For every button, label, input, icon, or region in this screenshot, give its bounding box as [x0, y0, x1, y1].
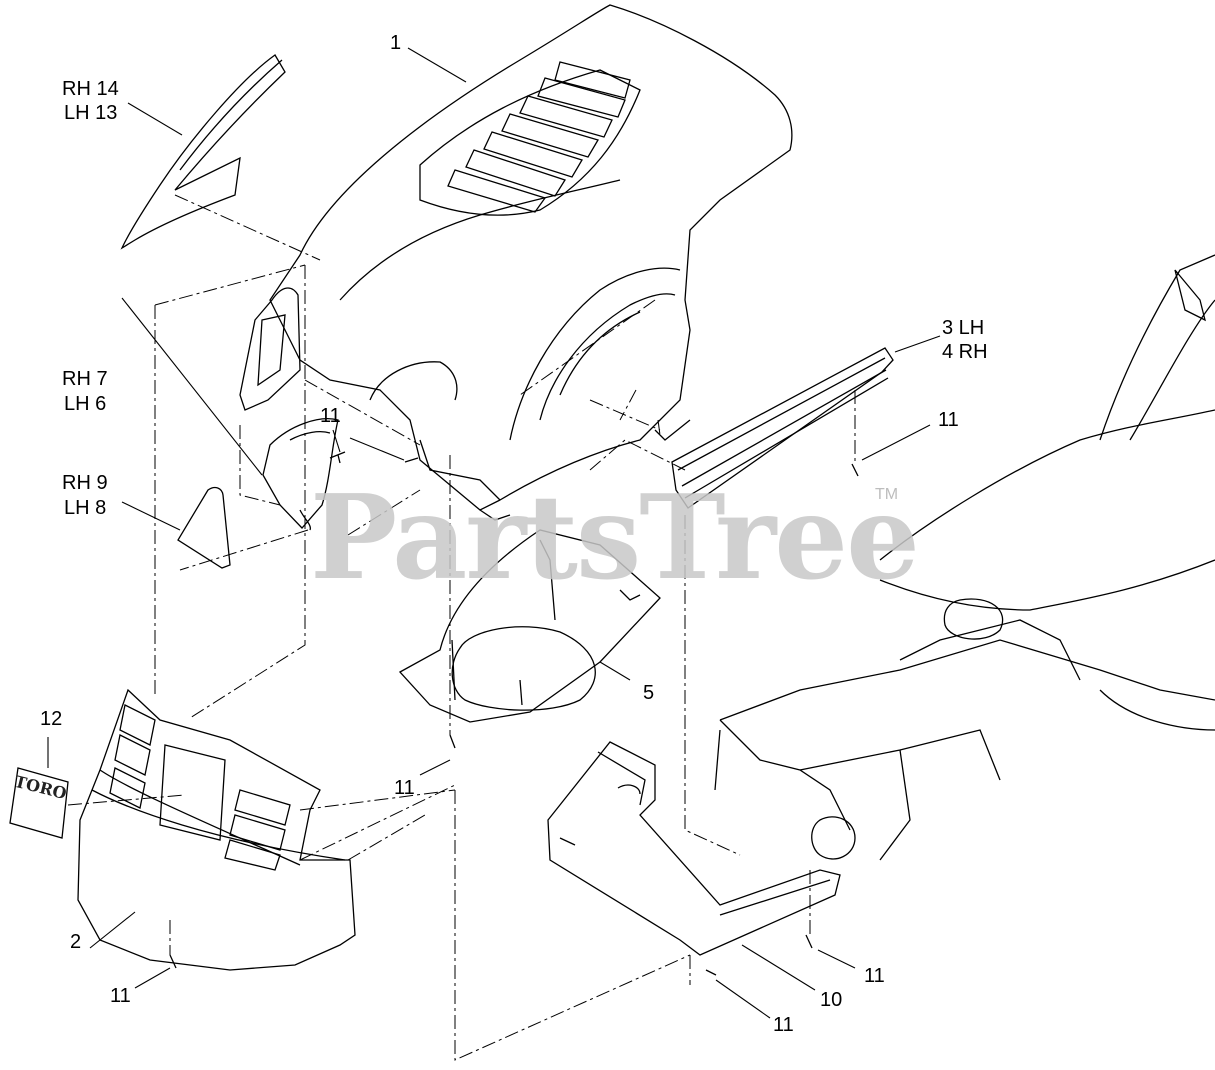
part-hood [269, 4, 793, 521]
callout-1: 1 [390, 32, 402, 54]
callout-9-line1: RH 9 [62, 472, 108, 494]
callout-11-a: 11 [320, 405, 341, 427]
screws [169, 451, 859, 976]
callout-2: 2 [70, 931, 82, 953]
part-front-grille [77, 688, 356, 971]
callout-12: 12 [40, 708, 63, 730]
callout-7-line1: RH 7 [62, 368, 108, 390]
callout-11-b: 11 [938, 409, 959, 431]
callout-11-c: 11 [394, 777, 415, 799]
part-running-board [671, 347, 894, 509]
callout-14-line1: RH 14 [62, 78, 119, 100]
callout-8-line2: LH 8 [64, 497, 107, 519]
watermark-tm: TM [875, 486, 899, 503]
part-headlight-housing [262, 418, 339, 531]
callout-3-line1: 3 LH [942, 317, 985, 339]
part-dash-pan [398, 529, 661, 723]
part-lower-bracket [547, 741, 841, 956]
callout-10: 10 [820, 989, 843, 1011]
part-headlight-lens [177, 486, 231, 569]
part-hood-bracket [239, 287, 301, 411]
callout-11-f: 11 [773, 1014, 794, 1036]
callout-11-d: 11 [864, 965, 885, 987]
callout-6-line2: LH 6 [64, 393, 107, 415]
leader-lines [47, 47, 941, 1019]
part-logo-plate [9, 767, 69, 839]
callout-4-line2: 4 RH [942, 341, 988, 363]
callout-5: 5 [643, 682, 655, 704]
part-side-decal [120, 54, 286, 250]
part-chassis [714, 254, 1215, 861]
callout-11-e: 11 [110, 985, 131, 1007]
callout-13-line2: LH 13 [64, 102, 118, 124]
watermark: PartsTree [310, 470, 920, 606]
assembly-lines [67, 194, 856, 1061]
